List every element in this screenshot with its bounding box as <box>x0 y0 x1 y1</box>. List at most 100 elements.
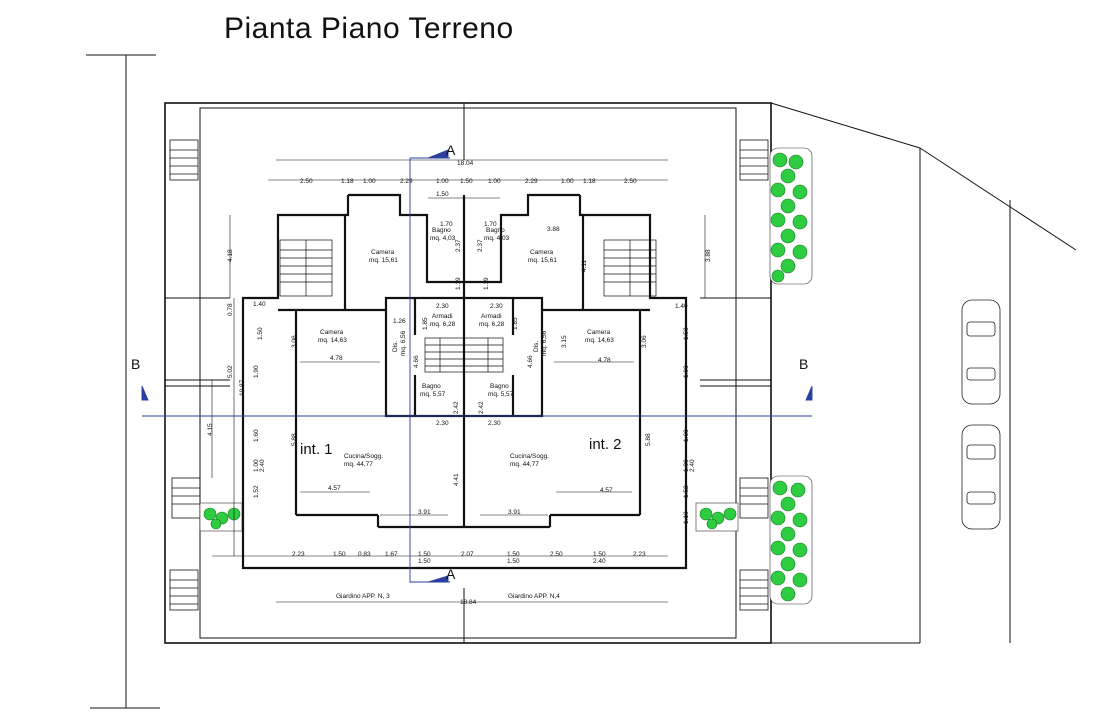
room-camera-top-left-area: mq. 15,61 <box>369 257 398 264</box>
room-camera-mid-right: Camera <box>587 329 611 336</box>
dim-457-right: 4.57 <box>600 487 613 494</box>
dim-bottom-sub-1: 1.50 <box>507 558 520 565</box>
garden-label-left: Giardino APP. N, 3 <box>336 593 390 600</box>
dim-415: 4.15 <box>207 423 214 436</box>
unit-label-left: int. 1 <box>300 441 333 458</box>
dim-bottom-6: 1.50 <box>507 551 520 558</box>
room-dis-right-area: mq. 6,56 <box>541 330 548 356</box>
dim-240-left: 2.40 <box>259 459 266 472</box>
plan-title: Pianta Piano Terreno <box>224 12 514 45</box>
dim-150-right: 1.50 <box>683 327 690 340</box>
room-bagno-bottom-right-area: mq. 5,57 <box>488 391 514 398</box>
garden-label-right: Giardino APP. N,4 <box>508 593 560 600</box>
room-armadi-left-area: mq. 6,28 <box>430 321 456 328</box>
dim-bottom-8: 1.50 <box>593 551 606 558</box>
dim-466-left: 4.66 <box>413 355 420 368</box>
dim-391-left: 3.91 <box>418 509 431 516</box>
room-camera-mid-left: Camera <box>320 329 344 336</box>
dim-bagno-w-right: 1.70 <box>484 221 497 228</box>
dim-478-right: 4.78 <box>598 357 611 364</box>
dim-242-left: 2.42 <box>453 401 460 414</box>
room-armadi-left: Armadi <box>432 313 453 320</box>
dim-152-left: 1.52 <box>253 485 260 498</box>
dim-top-left-3: 2.29 <box>400 178 413 185</box>
dim-230-left: 2.30 <box>436 420 449 427</box>
dim-bottom-4: 1.50 <box>418 551 431 558</box>
parked-cars <box>961 299 1001 530</box>
room-dis-left-area: mq. 6,56 <box>400 330 407 356</box>
dim-top-right-4: 2.50 <box>624 178 637 185</box>
room-camera-top-left: Camera <box>371 249 395 256</box>
room-armadi-right: Armadi <box>481 313 502 320</box>
dim-457-left: 4.57 <box>328 485 341 492</box>
dim-armadi-w-left: 2.30 <box>436 303 449 310</box>
dim-160-left: 1.60 <box>253 429 260 442</box>
building-walls <box>241 193 688 570</box>
dim-315: 3.15 <box>561 335 568 348</box>
room-bagno-bottom-left: Bagno <box>422 383 441 390</box>
room-bagno-top-right-area: mq. 4,03 <box>484 235 510 242</box>
room-cucina-left: Cucina/Sogg. <box>344 453 383 460</box>
room-armadi-right-area: mq. 6,28 <box>479 321 505 328</box>
dim-bottom-2: 0.83 <box>358 551 371 558</box>
dim-466-right: 4.66 <box>527 355 534 368</box>
dim-top-left-4: 1.00 <box>436 178 449 185</box>
room-camera-top-right: Camera <box>530 249 554 256</box>
dim-242-right: 2.42 <box>478 401 485 414</box>
dim-bottom-sub-0: 1.50 <box>418 558 431 565</box>
dim-bottom-7: 2.50 <box>550 551 563 558</box>
dim-camera-h-left: 4.18 <box>227 249 234 262</box>
dim-306-right: 3.06 <box>641 335 648 348</box>
dim-100-right: 1.00 <box>683 459 690 472</box>
room-camera-top-right-area: mq. 15,61 <box>528 257 557 264</box>
dim-391-right: 3.91 <box>508 509 521 516</box>
dim-150-left: 1.50 <box>257 327 264 340</box>
dim-126: 1.26 <box>393 318 406 325</box>
dim-240-right: 2.40 <box>689 459 696 472</box>
room-dis-right: Dis. <box>533 341 540 352</box>
dim-bagno-h2-right: 1.19 <box>483 277 490 290</box>
dim-190-right: 1.90 <box>683 365 690 378</box>
room-bagno-top-right: Bagno <box>486 227 505 234</box>
dim-160-right: 1.60 <box>683 429 690 442</box>
dim-190-left: 1.90 <box>253 365 260 378</box>
section-mark-b-right: B <box>799 356 808 372</box>
dim-total-bottom: 18.84 <box>460 599 477 606</box>
dim-bottom-1: 1.50 <box>333 551 346 558</box>
room-cucina-right: Cucina/Sogg. <box>510 453 549 460</box>
room-cucina-left-area: mq. 44,77 <box>344 461 373 468</box>
dim-078: 0.78 <box>227 303 234 316</box>
dim-bagno-h2-left: 1.19 <box>455 277 462 290</box>
section-mark-a-top: A <box>446 142 456 158</box>
room-bagno-bottom-left-area: mq. 5,57 <box>420 391 446 398</box>
dim-588-left: 5.88 <box>291 433 298 446</box>
dim-top-left-5: 1.50 <box>460 178 473 185</box>
dim-bagno-w-left: 1.70 <box>440 221 453 228</box>
dim-top-left-2: 1.00 <box>363 178 376 185</box>
dim-bottom-sub-2: 2.40 <box>593 558 606 565</box>
room-bagno-bottom-right: Bagno <box>490 383 509 390</box>
room-bagno-top-left-area: mq. 4,03 <box>430 235 456 242</box>
dim-top-right-0: 1.00 <box>488 178 501 185</box>
dim-armadi-w-right: 2.30 <box>490 303 503 310</box>
dim-1087: 10.87 <box>239 379 246 396</box>
dim-230-right: 2.30 <box>488 420 501 427</box>
room-bagno-top-left: Bagno <box>432 227 451 234</box>
dim-140-right: 1.40 <box>675 303 688 310</box>
hedges <box>199 147 813 605</box>
dim-588-right: 5.88 <box>645 433 652 446</box>
room-camera-mid-left-area: mq. 14,63 <box>318 337 347 344</box>
dim-top-right-3: 1.18 <box>583 178 596 185</box>
dimension-lines <box>211 159 706 603</box>
dim-camera-h-right: 3.88 <box>705 249 712 262</box>
dim-top-right-1: 2.29 <box>525 178 538 185</box>
dim-140-left: 1.40 <box>253 301 266 308</box>
dim-441: 4.41 <box>453 473 460 486</box>
room-cucina-right-area: mq. 44,77 <box>510 461 539 468</box>
dim-bagno-h-left: 2.37 <box>455 239 462 252</box>
section-lines <box>141 149 813 583</box>
dim-top-left-1: 1.18 <box>341 178 354 185</box>
dim-bottom-0: 2.23 <box>292 551 305 558</box>
dim-bottom-5: 2.07 <box>461 551 474 558</box>
